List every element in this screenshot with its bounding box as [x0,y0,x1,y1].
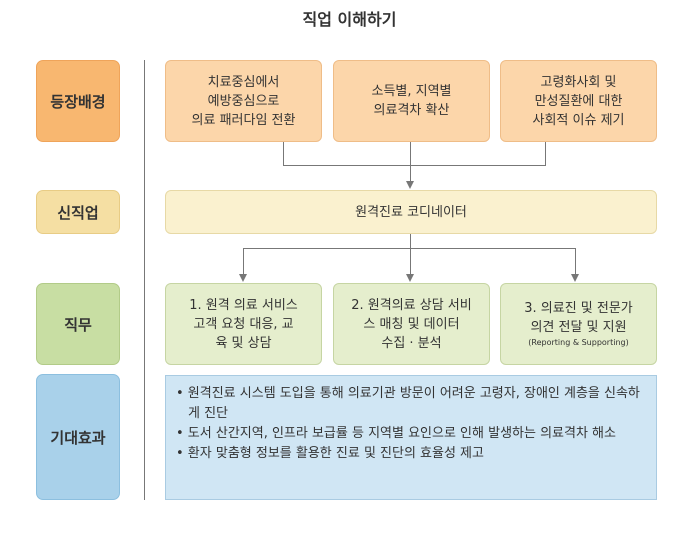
label-effects: 기대효과 [36,374,120,500]
duty-item-3-text: 3. 의료진 및 전문가 의견 전달 및 지원 [524,301,633,335]
effect-item: • 원격진료 시스템 도입을 통해 의료기관 방문이 어려운 고령자, 장애인 … [176,386,640,421]
effect-item: • 도서 산간지역, 인프라 보급률 등 지역별 요인으로 인해 발생하는 의료… [176,426,616,441]
label-background: 등장배경 [36,60,120,142]
background-item-3: 고령화사회 및 만성질환에 대한 사회적 이슈 제기 [500,60,657,142]
label-new-job: 신직업 [36,190,120,234]
background-item-2: 소득별, 지역별 의료격차 확산 [333,60,490,142]
connector [410,234,411,248]
arrow-down-icon [571,274,579,282]
connector [243,248,244,275]
connector [283,142,284,165]
duty-item-2: 2. 원격의료 상담 서비 스 매칭 및 데이터 수집 · 분석 [333,283,490,365]
duty-item-3-note: (Reporting & Supporting) [528,338,629,347]
effects-box: • 원격진료 시스템 도입을 통해 의료기관 방문이 어려운 고령자, 장애인 … [165,375,657,500]
arrow-down-icon [406,274,414,282]
duty-item-1: 1. 원격 의료 서비스 고객 요청 대응, 교 육 및 상담 [165,283,322,365]
duty-item-3: 3. 의료진 및 전문가 의견 전달 및 지원 (Reporting & Sup… [500,283,657,365]
connector [243,248,576,249]
connector [410,142,411,182]
connector [575,248,576,275]
label-duties: 직무 [36,283,120,365]
arrow-down-icon [239,274,247,282]
background-item-1: 치료중심에서 예방중심으로 의료 패러다임 전환 [165,60,322,142]
connector [410,248,411,275]
effect-item: • 환자 맞춤형 정보를 활용한 진료 및 진단의 효율성 제고 [176,446,484,461]
connector [283,165,546,166]
new-job-box: 원격진료 코디네이터 [165,190,657,234]
divider [144,60,145,500]
page-title: 직업 이해하기 [302,10,397,29]
arrow-down-icon [406,181,414,189]
connector [545,142,546,165]
